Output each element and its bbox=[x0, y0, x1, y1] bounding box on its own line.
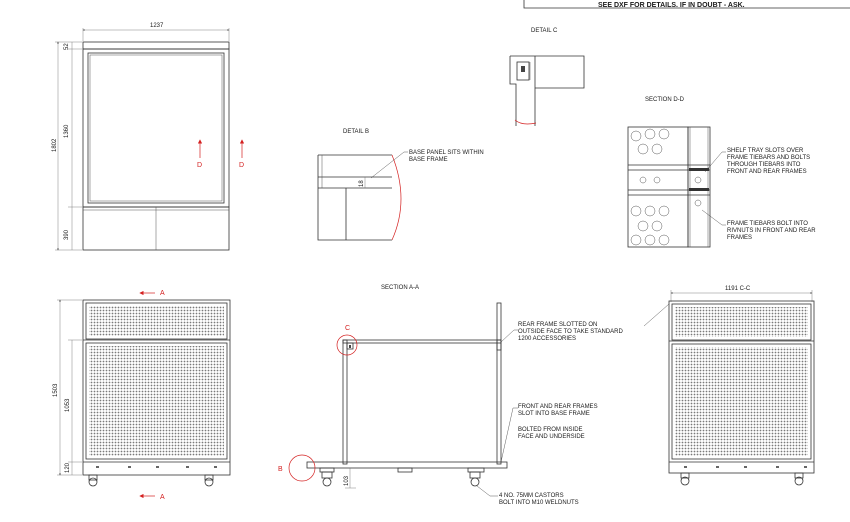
elevation-top-dim: 52 bbox=[64, 43, 70, 50]
section-dd-note1-line1: SHELF TRAY SLOTS OVER bbox=[727, 148, 804, 154]
side-view-dim: 1191 C-C bbox=[725, 286, 751, 292]
title-block-note: SEE DXF FOR DETAILS. IF IN DOUBT - ASK. bbox=[598, 2, 745, 9]
section-mark-d-left: D bbox=[197, 162, 202, 169]
elevation-total-dim: 1802 bbox=[52, 138, 58, 152]
section-aa-note-bolted-line1: BOLTED FROM INSIDE bbox=[518, 427, 583, 433]
detail-b-title: DETAIL B bbox=[343, 129, 369, 135]
section-dd-note2-line1: FRAME TIEBARS BOLT INTO bbox=[727, 221, 808, 227]
section-aa-note-rear-line1: REAR FRAME SLOTTED ON bbox=[518, 322, 597, 328]
section-aa: SECTION A-A C B 103 REAR FRAME SLOTTED O… bbox=[278, 285, 623, 506]
front-total-dim: 1503 bbox=[53, 383, 59, 397]
section-aa-note-bolted-line2: FACE AND UNDERSIDE bbox=[518, 434, 585, 440]
detail-c: DETAIL C bbox=[509, 28, 585, 126]
title-block: SEE DXF FOR DETAILS. IF IN DOUBT - ASK. bbox=[523, 0, 850, 9]
front-bottom-dim: 120 bbox=[65, 462, 71, 473]
section-dd-title: SECTION D-D bbox=[645, 97, 685, 103]
side-view: 1191 C-C bbox=[643, 286, 815, 486]
section-aa-note-rear-line3: 1200 ACCESSORIES bbox=[518, 336, 576, 342]
detail-b-dim: 18 bbox=[359, 180, 365, 187]
detail-c-title: DETAIL C bbox=[531, 28, 558, 34]
section-aa-callout-c: C bbox=[345, 325, 350, 332]
section-aa-note-rear-line2: OUTSIDE FACE TO TAKE STANDARD bbox=[518, 329, 623, 335]
section-mark-a-top: A bbox=[160, 290, 165, 297]
elevation-bottom-dim: 390 bbox=[64, 229, 70, 240]
section-dd-note1-line3: THROUGH TIEBARS INTO bbox=[727, 162, 801, 168]
section-dd-note1-line4: FRONT AND REAR FRAMES bbox=[727, 169, 807, 175]
elevation-middle-dim: 1360 bbox=[64, 124, 70, 138]
section-aa-dim: 103 bbox=[344, 475, 350, 486]
detail-b-note-line1: BASE PANEL SITS WITHIN bbox=[409, 150, 484, 156]
front-middle-dim: 1053 bbox=[65, 398, 71, 412]
section-aa-note-frames-line1: FRONT AND REAR FRAMES bbox=[518, 404, 598, 410]
elevation-width-dim: 1237 bbox=[150, 23, 164, 29]
front-view: 1503 1053 120 A A bbox=[53, 290, 231, 501]
section-dd-note2-line3: FRAMES bbox=[727, 235, 752, 241]
section-aa-note-frames-line2: SLOT INTO BASE FRAME bbox=[518, 411, 590, 417]
detail-b-note-line2: BASE FRAME bbox=[409, 157, 448, 163]
section-dd-note2-line2: RIVNUTS IN FRONT AND REAR bbox=[727, 228, 816, 234]
section-aa-note-castors-line2: BOLT INTO M10 WELDNUTS bbox=[499, 500, 579, 506]
detail-b: DETAIL B 18 BASE PANEL SITS WITHIN BASE … bbox=[317, 129, 484, 241]
section-aa-note-castors-line1: 4 NO. 75MM CASTORS bbox=[499, 493, 564, 499]
section-mark-d-right: D bbox=[239, 162, 244, 169]
section-mark-a-bottom: A bbox=[160, 494, 165, 501]
section-dd-note1-line2: FRAME TIEBARS AND BOLTS bbox=[727, 155, 810, 161]
section-aa-callout-b: B bbox=[278, 466, 283, 473]
elevation-view: 1237 52 1360 390 1802 D D bbox=[52, 23, 245, 251]
section-aa-title: SECTION A-A bbox=[381, 285, 419, 291]
section-dd: SECTION D-D SHELF TRAY SLOTS OVER FRAME … bbox=[627, 97, 816, 248]
